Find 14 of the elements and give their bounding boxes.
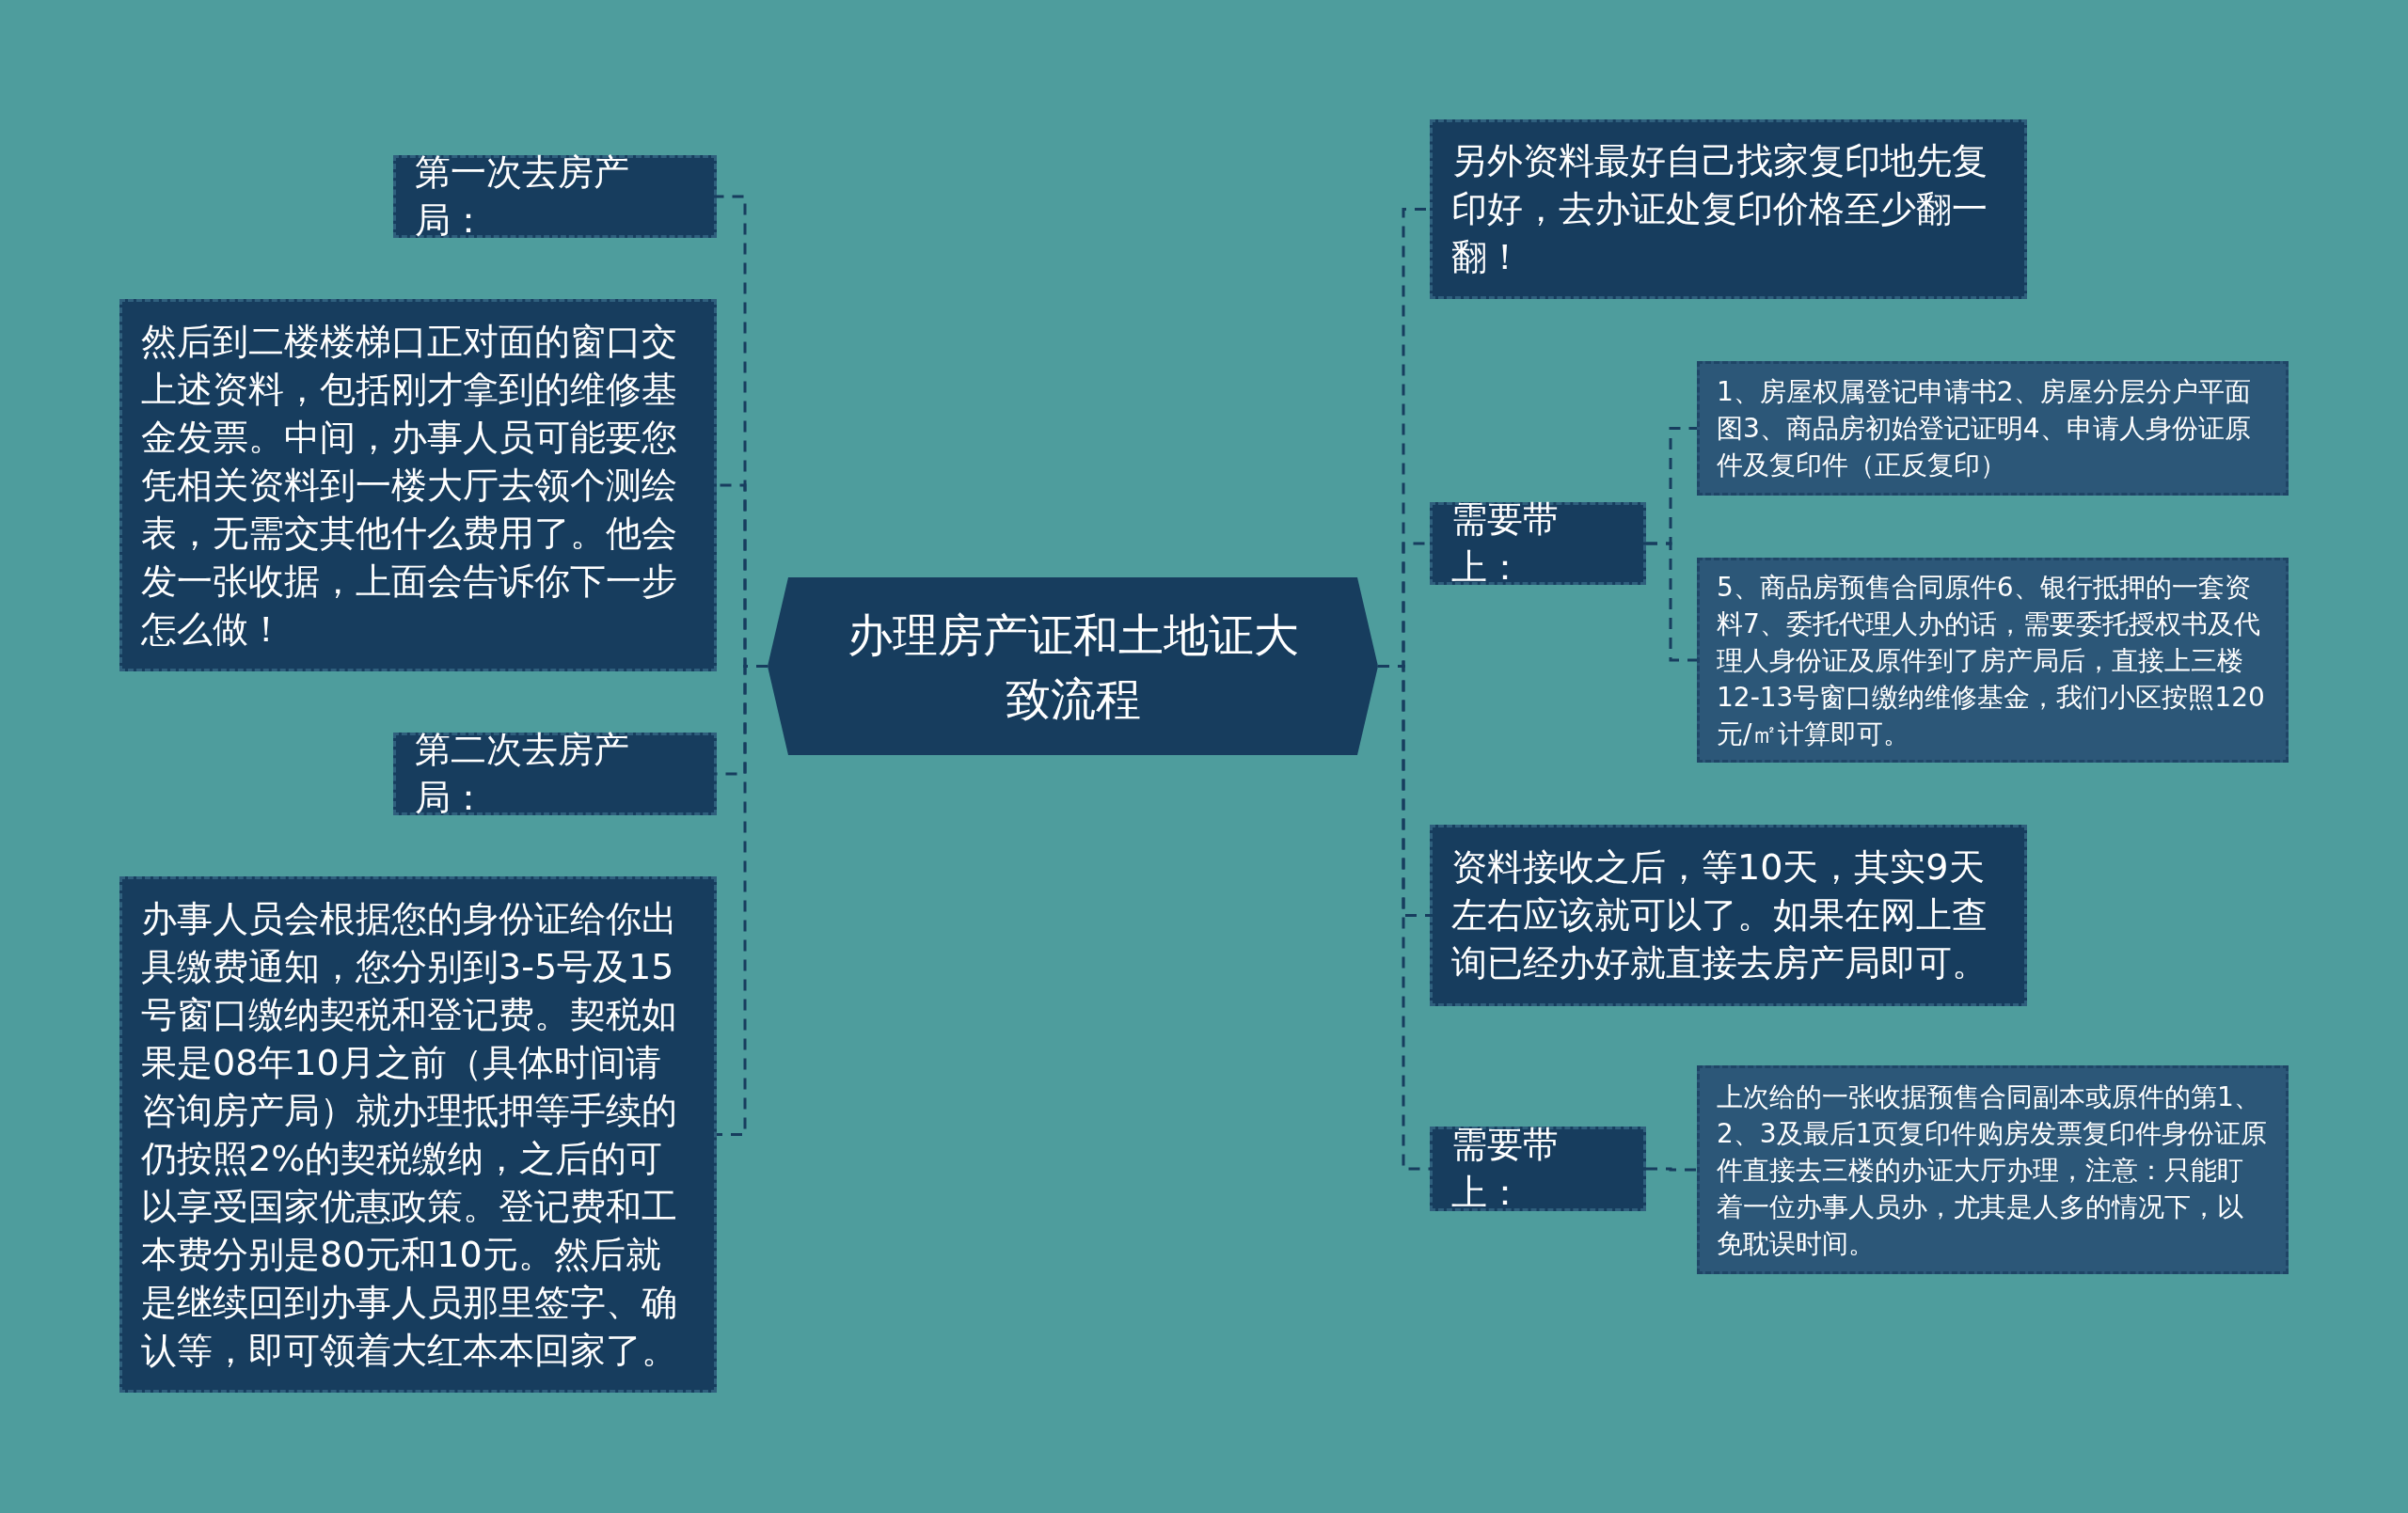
topic-box: 办事人员会根据您的身份证给你出具缴费通知，您分别到3-5号及15号窗口缴纳契税和登记费。契税如果是08年10月之前（具体时间请咨询房产局）就办理抵押等手续的仍按照2%的契税缴纳，之后的可以享受国家优惠政策。登记费和工本费分别是80元和10元。然后就是继续回到办事人员那里签字、确认等，即可领着大红本本回家了。 [119,876,717,1393]
topic-box: 资料接收之后，等10天，其实9天左右应该就可以了。如果在网上查询已经办好就直接去房产局即可。 [1430,825,2027,1006]
topic-box: 另外资料最好自己找家复印地先复印好，去办证处复印价格至少翻一翻！ [1430,119,2027,299]
detail-box: 上次给的一张收据预售合同副本或原件的第1、2、3及最后1页复印件购房发票复印件身份证原件直接去三楼的办证大厅办理，注意：只能盯着一位办事人员办，尤其是人多的情况下，以免耽误时间。 [1697,1065,2289,1274]
topic-box: 需要带上： [1430,1127,1646,1211]
topic-box: 需要带上： [1430,502,1646,585]
detail-box: 1、房屋权属登记申请书2、房屋分层分户平面图3、商品房初始登记证明4、申请人身份证原件及复印件（正反复印） [1697,361,2289,496]
connector-line [1646,1167,1697,1172]
detail-box: 5、商品房预售合同原件6、银行抵押的一套资料7、委托代理人办的话，需要委托授权书及代理人身份证及原件到了房产局后，直接上三楼12-13号窗口缴纳维修基金，我们小区按照120元/㎡计算即可。 [1697,558,2289,763]
connector-line [1646,542,1697,662]
topic-hexagon: 办理房产证和土地证大致流程 [768,577,1378,755]
topic-box: 第一次去房产局： [393,155,717,238]
topic-box: 第二次去房产局： [393,733,717,815]
topic-box: 然后到二楼楼梯口正对面的窗口交上述资料，包括刚才拿到的维修基金发票。中间，办事人员可能要您凭相关资料到一楼大厅去领个测绘表，无需交其他什么费用了。他会发一张收据，上面会告诉你下一步怎么做！ [119,299,717,671]
